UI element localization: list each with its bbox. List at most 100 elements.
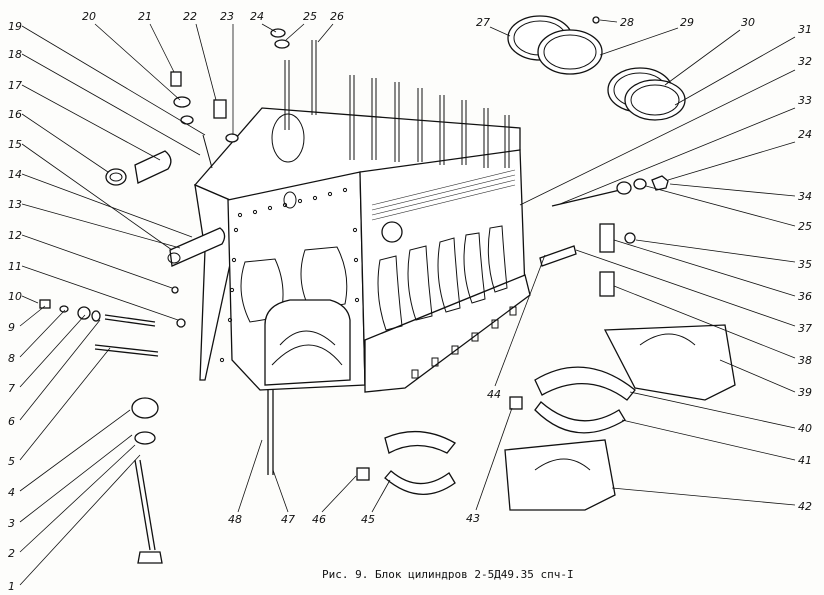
callout-label-8: 8 [8,352,15,365]
leader-line-16 [21,113,109,173]
leader-line-2 [19,444,136,553]
callout-label-34: 34 [798,190,812,203]
leader-line-24a [261,23,277,33]
leader-line-35 [635,239,796,263]
leader-line-17 [21,84,161,161]
leader-line-41 [621,419,796,461]
cylinder-block [193,40,531,393]
leader-line-8 [19,309,66,358]
callout-label-22: 22 [183,10,197,23]
callout-label-24a: 24 [250,10,264,23]
callout-label-6: 6 [8,415,15,428]
callout-label-42: 42 [798,500,812,513]
callout-label-10: 10 [8,290,22,303]
leader-line-27 [489,26,511,37]
callout-label-40: 40 [798,422,812,435]
leader-line-22 [195,23,217,101]
callout-label-33: 33 [798,94,812,107]
leader-line-25a [285,23,305,41]
leader-line-13 [21,203,181,249]
leader-line-47 [272,469,289,513]
callout-label-26: 26 [330,10,344,23]
leader-line-37 [575,249,796,327]
leader-line-19 [21,25,206,136]
leader-line-24b [667,141,796,181]
callout-label-7: 7 [8,382,15,395]
callout-label-31: 31 [798,23,812,36]
callout-label-32: 32 [798,55,812,68]
callout-label-30: 30 [741,16,755,29]
callout-label-36: 36 [798,290,812,303]
leader-line-32 [519,69,796,206]
loose-parts [39,15,736,564]
leader-line-15 [21,143,173,251]
callout-label-29: 29 [680,16,694,29]
leader-line-29 [599,27,679,56]
leader-line-1 [19,454,141,586]
callout-label-43: 43 [466,512,480,525]
callout-label-25a: 25 [303,10,317,23]
callout-label-2: 2 [8,547,15,560]
leader-line-40 [629,391,796,429]
callout-label-21: 21 [138,10,152,23]
leader-line-20 [94,23,181,101]
leader-line-26 [317,23,334,43]
leader-line-31 [674,36,796,106]
leader-line-38 [613,285,796,359]
callout-label-11: 11 [8,260,22,273]
callout-label-47: 47 [281,513,295,526]
callout-label-45: 45 [361,513,375,526]
leader-line-43 [475,407,513,511]
callout-label-39: 39 [798,386,812,399]
leader-line-45 [371,479,391,513]
callout-label-3: 3 [8,517,15,530]
callout-label-28: 28 [620,16,634,29]
leader-line-33 [559,107,796,205]
callout-label-37: 37 [798,322,812,335]
leader-line-9 [19,305,46,327]
leader-line-25b [645,185,796,227]
leader-line-14 [21,173,193,238]
leader-line-48 [237,439,263,513]
leader-line-7 [19,314,86,388]
callout-label-46: 46 [312,513,326,526]
leader-line-21 [149,23,175,73]
callout-label-38: 38 [798,354,812,367]
callout-label-19: 19 [8,20,22,33]
callout-label-9: 9 [8,321,15,334]
callout-label-48: 48 [228,513,242,526]
leader-line-39 [719,359,796,393]
callout-label-35: 35 [798,258,812,271]
callout-label-20: 20 [82,10,96,23]
callout-label-17: 17 [8,79,22,92]
leader-line-34 [669,183,796,197]
callout-label-18: 18 [8,48,22,61]
leader-line-42 [611,487,796,506]
callout-label-25b: 25 [798,220,812,233]
callout-label-12: 12 [8,229,22,242]
leader-line-46 [321,475,357,513]
callout-label-14: 14 [8,168,22,181]
callout-label-27: 27 [476,16,490,29]
leader-line-3 [19,434,133,523]
leader-line-11 [21,265,179,321]
callout-label-4: 4 [8,486,15,499]
callout-label-23: 23 [220,10,234,23]
leader-line-30 [664,29,741,86]
leader-line-44 [494,254,546,387]
callout-label-5: 5 [8,455,15,468]
callout-label-44: 44 [487,388,501,401]
leader-line-28 [599,19,618,23]
leader-line-10 [21,295,39,304]
figure-caption: Рис. 9. Блок цилиндров 2-5Д49.35 спч-I [322,568,574,581]
callout-label-16: 16 [8,108,22,121]
leader-line-4 [19,409,131,492]
leader-line-18 [21,53,201,156]
leader-line-6 [19,319,101,421]
leader-line-36 [613,239,796,297]
callout-label-24b: 24 [798,128,812,141]
callout-label-13: 13 [8,198,22,211]
